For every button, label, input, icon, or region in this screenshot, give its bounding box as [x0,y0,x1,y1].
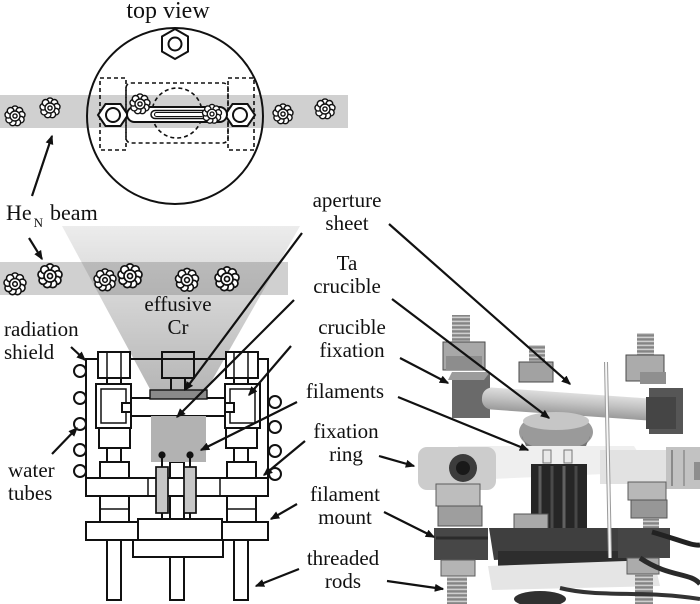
arrow-threaded-rods-left [254,567,300,588]
crucible-fixation-bar [130,397,226,417]
label-effusive-cr: effusive Cr [144,292,212,339]
label-filaments: filaments [305,379,385,403]
arrow-he-beam-upper [30,134,54,197]
arrow-fixation-ring-left [262,440,306,476]
filament-pin [186,451,194,459]
droplet-icon [314,98,336,120]
filament-pin [158,451,166,459]
source-schematic [73,351,282,601]
arrow-ta-crucible-left [176,299,295,418]
apparatus-photo [418,315,700,604]
arrow-filaments-left [199,401,298,451]
arrow-crucible-fixation-left [248,345,292,396]
droplet-icon [39,97,61,119]
label-ta-crucible: Ta crucible [313,251,381,298]
droplet-icon [201,103,223,124]
callout-arrows [28,134,571,592]
filament-strip [155,466,169,514]
arrow-aperture-sheet-right [388,223,571,385]
droplet-icon [117,263,143,289]
arrow-crucible-fixation-right [399,357,450,384]
droplet-icon [4,105,26,127]
label-threaded-rods: threaded rods [306,546,380,593]
droplet-icon [37,263,63,289]
filament-mount-bar [137,518,223,541]
beam-word: beam [50,200,98,225]
label-filament-mount: filament mount [310,482,380,529]
droplet-icon [174,267,200,292]
arrow-water-tubes [51,427,78,455]
filament-mount-bar [85,521,139,541]
droplet-icon [3,272,27,296]
he-subscript: N [33,215,44,230]
water-tube-circles [73,364,282,481]
fixation-ring-bar [85,477,269,497]
filament-mount-bar [221,521,269,541]
arrow-fixation-ring-right [378,454,416,468]
label-fixation-ring: fixation ring [313,419,379,466]
droplet-icon [214,266,240,292]
arrow-radiation-shield [70,346,86,361]
arrow-aperture-sheet-left [184,232,303,392]
arrow-filament-mount-left [269,503,298,520]
label-crucible-fixation: crucible fixation [318,315,386,362]
label-water-tubes: water tubes [8,458,55,505]
droplet-icon [129,93,151,115]
arrow-ta-crucible-right [391,298,551,419]
droplet-icon [93,268,117,292]
arrow-threaded-rods-right [386,579,445,592]
crucible-fixation-block [95,383,132,429]
arrow-filament-mount-right [383,511,436,538]
droplet-icon [272,103,294,125]
he-symbol: He [6,200,32,225]
filament-mount-block [132,539,224,558]
label-aperture-sheet: aperture sheet [312,188,382,235]
arrow-he-beam-lower [28,237,43,261]
label-radiation-shield: radiation shield [4,317,79,364]
filament-strip [183,466,197,514]
top-view-schematic [86,27,264,205]
aperture-sheet-edge [149,389,208,400]
top-view-title: top view [126,0,210,24]
arrow-filaments-right [397,395,530,452]
